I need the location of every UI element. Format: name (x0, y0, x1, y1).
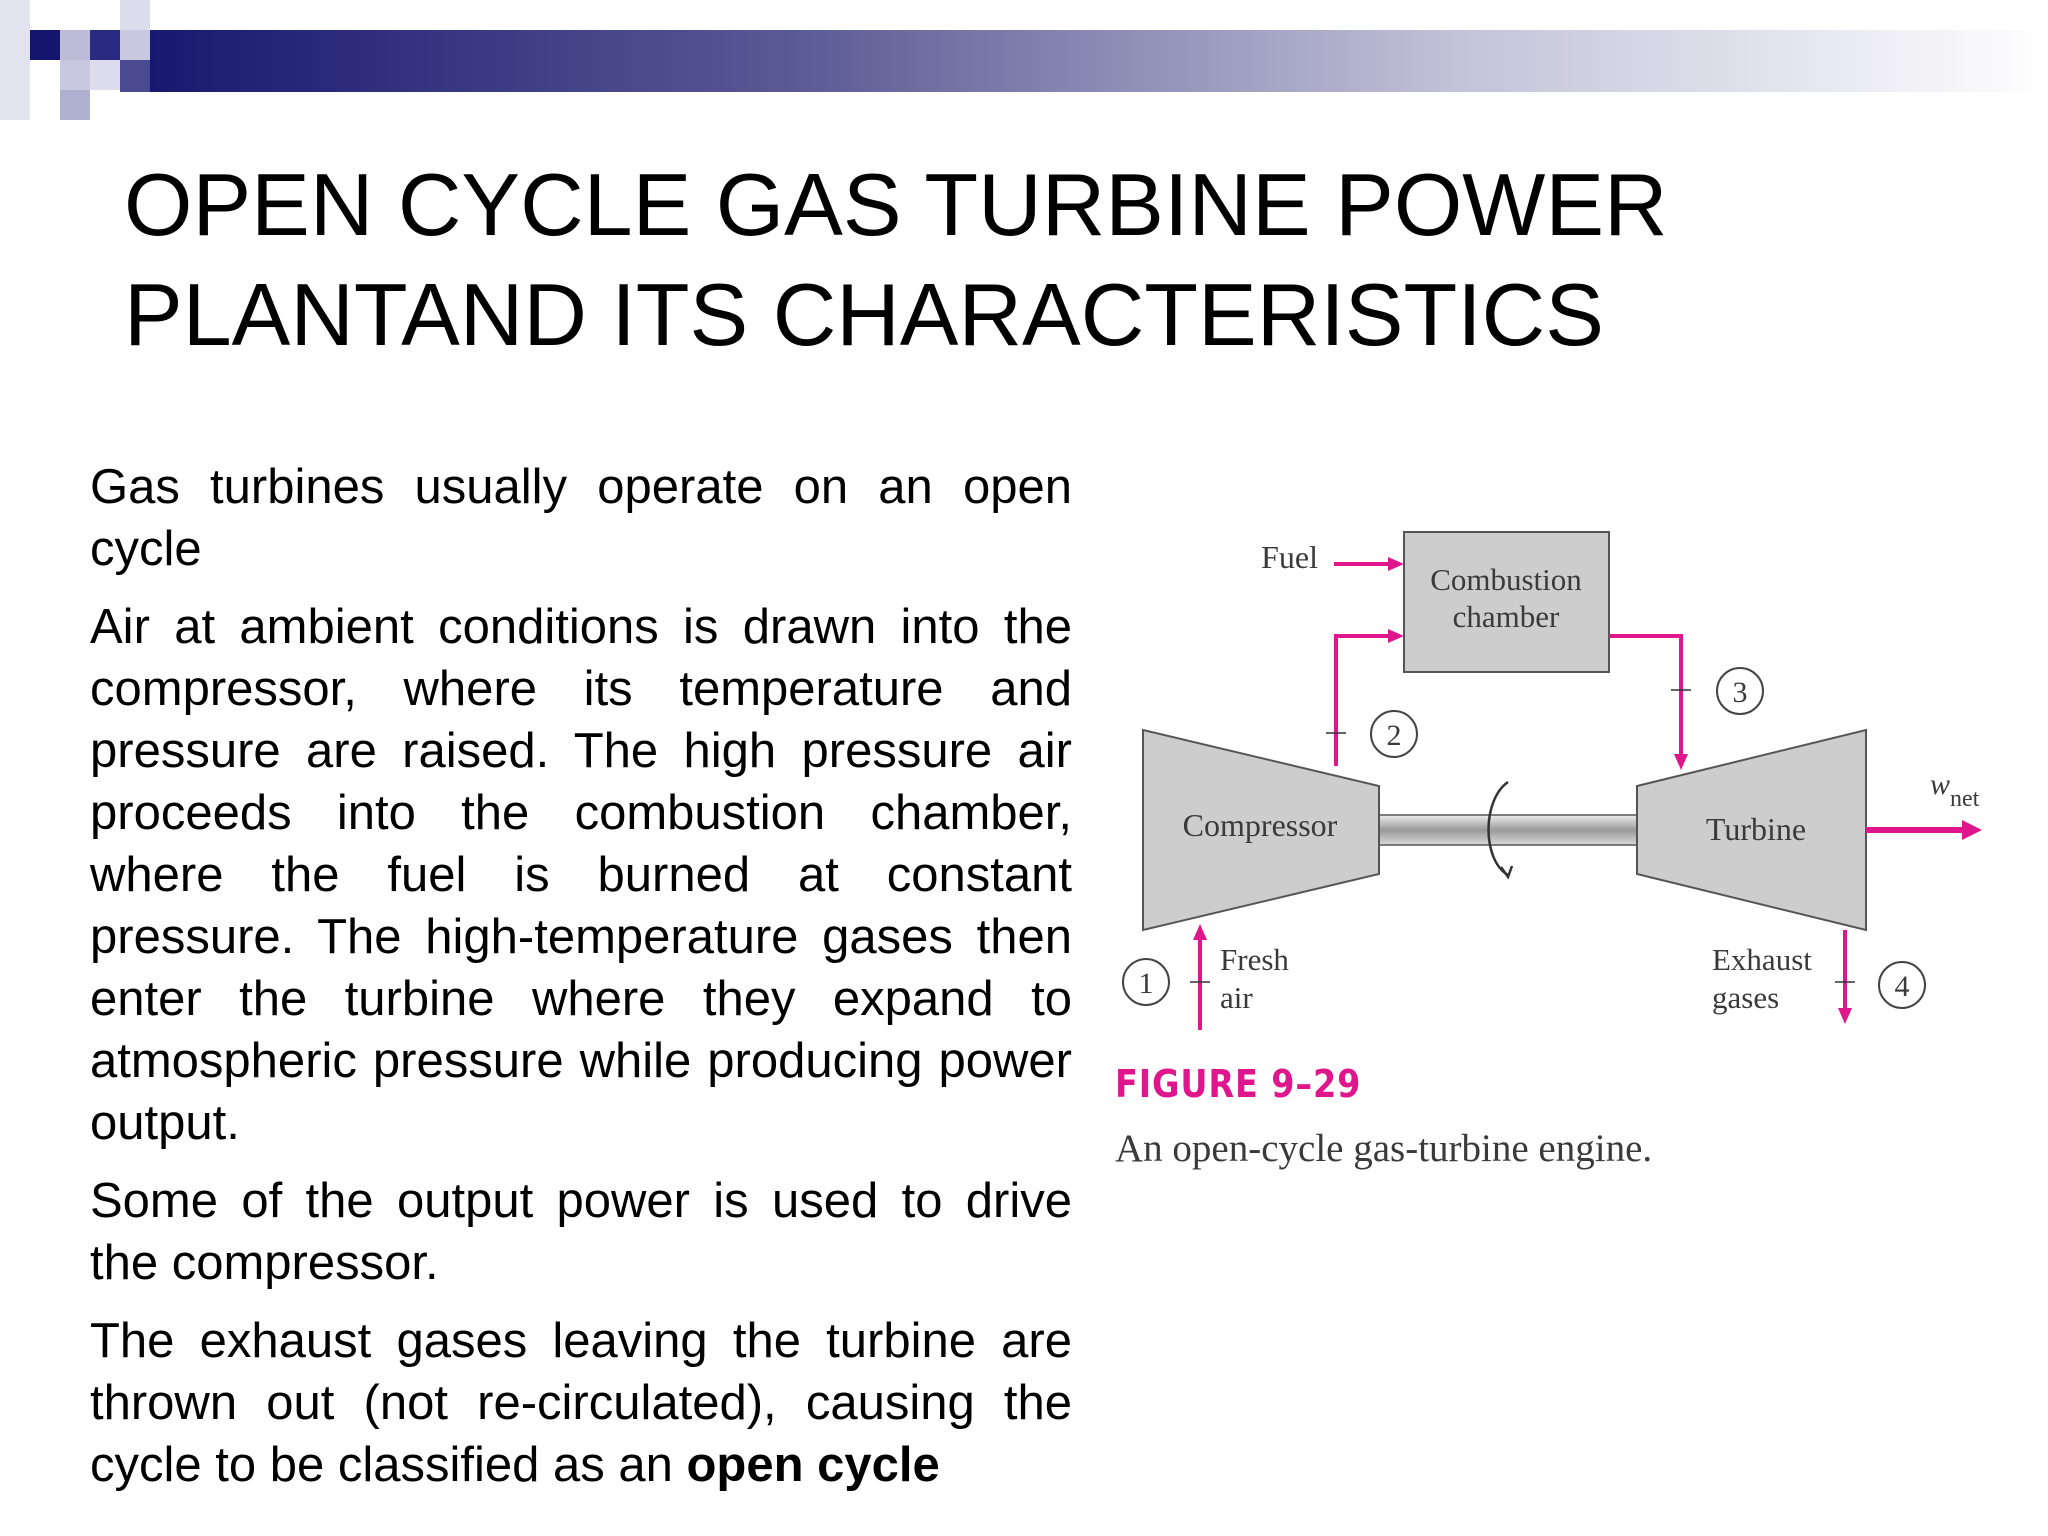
state-1-label: 1 (1139, 967, 1154, 1000)
state-marker-1: 1 (1122, 958, 1170, 1006)
title-line-1: OPEN CYCLE GAS TURBINE POWER (124, 155, 1668, 254)
hot-gas-line (1609, 634, 1683, 756)
fuel-label: Fuel (1261, 539, 1318, 575)
wnet-symbol: w (1930, 768, 1950, 801)
fresh-air-label-line1: Fresh (1220, 942, 1289, 977)
slide-title: OPEN CYCLE GAS TURBINE POWER PLANTAND IT… (124, 150, 1974, 370)
state-3-label: 3 (1733, 676, 1748, 709)
exhaust-label-line2: gases (1712, 980, 1779, 1015)
state-4-label: 4 (1895, 970, 1910, 1003)
figure-number: FIGURE 9–29 (1115, 1062, 1362, 1106)
body-text: Gas turbines usually operate on an open … (90, 456, 1072, 1512)
state-marker-3: 3 (1716, 667, 1764, 715)
fresh-air-label-line2: air (1220, 980, 1253, 1015)
shaft (1375, 814, 1639, 846)
exhaust-label-line1: Exhaust (1712, 942, 1812, 977)
turbine (1636, 728, 1867, 932)
compressed-air-line (1334, 634, 1392, 766)
paragraph-exhaust: The exhaust gases leaving the turbine ar… (90, 1310, 1072, 1496)
figure-caption: An open-cycle gas-turbine engine. (1115, 1127, 1653, 1170)
title-line-2: PLANTAND ITS CHARACTERISTICS (124, 265, 1604, 364)
paragraph-open-cycle: Gas turbines usually operate on an open … (90, 460, 1072, 576)
state-2-label: 2 (1387, 719, 1402, 752)
open-cycle-emphasis: open cycle (686, 1438, 940, 1492)
compressor-label: Compressor (1183, 807, 1338, 843)
gas-turbine-diagram: 1 2 3 4 Fuel Combustion chamber Compress… (1122, 531, 1982, 1030)
header-decoration (0, 0, 2048, 120)
combustion-chamber (1403, 531, 1610, 673)
paragraph-process: Air at ambient conditions is drawn into … (90, 600, 1072, 1150)
state-marker-2: 2 (1370, 710, 1418, 758)
compressor (1142, 728, 1380, 932)
combustion-label-line2: chamber (1453, 599, 1560, 634)
combustion-label-line1: Combustion (1430, 562, 1582, 597)
wnet-subscript: net (1950, 786, 1980, 812)
paragraph-exhaust-text: The exhaust gases leaving the turbine ar… (90, 1314, 1072, 1492)
turbine-label: Turbine (1706, 811, 1806, 847)
state-marker-4: 4 (1878, 961, 1926, 1009)
paragraph-compressor-drive: Some of the output power is used to driv… (90, 1174, 1072, 1290)
